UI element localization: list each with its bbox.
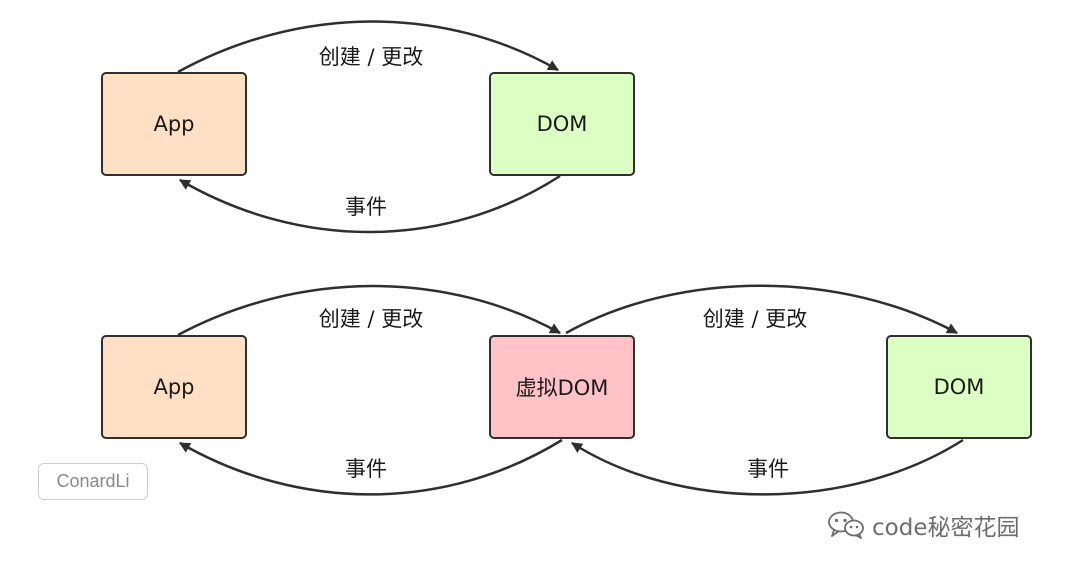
author-tag: ConardLi [38, 463, 148, 500]
watermark-text: code秘密花园 [872, 515, 1020, 541]
label-bottom-right-event: 事件 [747, 457, 789, 481]
wechat-icon [828, 511, 864, 539]
node-bottom-app: App [101, 335, 247, 439]
edge-top-app-to-dom [177, 20, 559, 74]
label-bottom-left-create-update: 创建 / 更改 [318, 307, 424, 331]
node-top-dom: DOM [489, 72, 635, 176]
label-top-create-update: 创建 / 更改 [318, 45, 424, 69]
edge-bottom-vdom-to-dom [565, 284, 958, 335]
node-bottom-dom: DOM [886, 335, 1032, 439]
node-bottom-virtual-dom: 虚拟DOM [489, 335, 635, 439]
edge-bottom-dom-to-vdom [571, 438, 964, 496]
label-top-event: 事件 [345, 195, 387, 219]
edge-top-dom-to-app [179, 174, 561, 234]
label-bottom-right-create-update: 创建 / 更改 [702, 307, 808, 331]
edge-bottom-app-to-vdom [177, 284, 561, 337]
label-bottom-left-event: 事件 [345, 457, 387, 481]
watermark: code秘密花园 [826, 508, 1019, 542]
node-top-app: App [101, 72, 247, 176]
edge-bottom-vdom-to-app [179, 438, 563, 496]
